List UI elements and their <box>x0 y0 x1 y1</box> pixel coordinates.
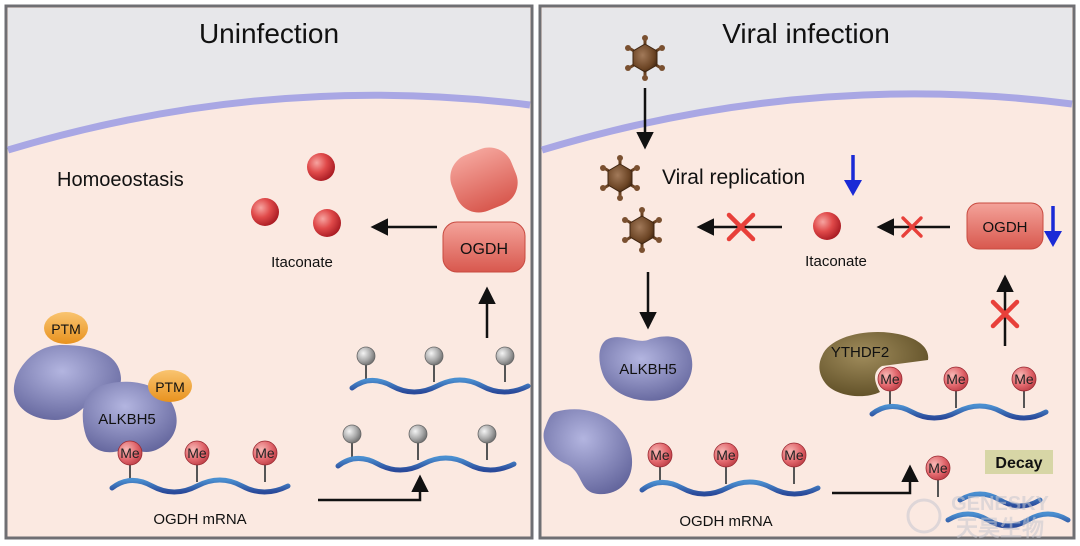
right-itaconate-molecule <box>813 212 841 240</box>
itaconate-molecule-2 <box>251 198 279 226</box>
left-itaconate-label: Itaconate <box>271 254 333 271</box>
free-me-label-2: Me <box>716 447 736 463</box>
left-ogdh-label: OGDH <box>460 241 508 258</box>
free-me-label-3: Me <box>784 447 804 463</box>
left-me-label-3: Me <box>255 445 275 461</box>
free-me-label-1: Me <box>650 447 670 463</box>
left-panel: Uninfection Homoeostasis Itaconate OGDH … <box>4 4 534 540</box>
left-me-label-2: Me <box>187 445 207 461</box>
ptm-badge-2 <box>148 370 192 402</box>
left-alkbh5-protein <box>82 381 177 453</box>
decayed-rna-fragment-1 <box>957 491 1043 509</box>
right-panel-title: Viral infection <box>722 18 890 49</box>
decay-label: Decay <box>995 455 1042 472</box>
left-ogdh-enzyme <box>442 221 526 273</box>
ptm-label-2: PTM <box>155 379 185 395</box>
left-panel-title: Uninfection <box>199 18 339 49</box>
right-alkbh5-label: ALKBH5 <box>619 361 677 378</box>
released-me-label: Me <box>928 460 948 476</box>
replication-down-arrow <box>844 155 862 196</box>
ythdf2-protein <box>819 332 929 397</box>
left-methylated-mrna <box>109 440 291 495</box>
ythdf2-label: YTHDF2 <box>831 344 889 361</box>
right-itaconate-label: Itaconate <box>805 253 867 270</box>
ptm-badge-1 <box>44 312 88 344</box>
right-ogdh-enzyme <box>966 202 1044 250</box>
left-mrna-label: OGDH mRNA <box>153 511 246 528</box>
watermark-text-en: GENESKY <box>951 493 1049 515</box>
ythdf2-bound-mrna <box>869 366 1049 421</box>
left-demethylated-mrna-lower <box>335 424 517 473</box>
decayed-rna-fragment-2 <box>945 511 1071 529</box>
right-mrna-label: OGDH mRNA <box>679 513 772 530</box>
itaconate-molecule-1 <box>307 153 335 181</box>
ogdh-down-arrow <box>1044 206 1062 247</box>
bound-me-label-3: Me <box>1014 371 1034 387</box>
ptm-label-1: PTM <box>51 321 81 337</box>
decay-path-arrow <box>832 464 919 495</box>
demethylation-arrow <box>318 474 429 502</box>
right-inactive-protein <box>543 409 633 495</box>
homoeostasis-label: Homoeostasis <box>57 169 184 191</box>
right-ogdh-label: OGDH <box>983 219 1028 236</box>
ogdh-upper-subunit <box>450 147 518 213</box>
watermark: GENESKY 天昊生物 <box>906 493 1050 541</box>
ptm-modified-protein <box>13 345 121 420</box>
right-alkbh5-protein <box>599 336 693 401</box>
right-methylated-mrna <box>639 442 821 497</box>
itaconate-molecule-3 <box>313 209 341 237</box>
decay-badge <box>985 450 1053 474</box>
bound-me-label-1: Me <box>880 371 900 387</box>
left-me-label-1: Me <box>120 445 140 461</box>
viral-replication-label: Viral replication <box>662 166 805 189</box>
left-demethylated-mrna-upper <box>349 346 531 395</box>
right-panel: Viral infection Viral replication Itacon… <box>538 4 1076 540</box>
bound-me-label-2: Me <box>946 371 966 387</box>
watermark-text-cn: 天昊生物 <box>956 516 1044 541</box>
left-alkbh5-label: ALKBH5 <box>98 411 156 428</box>
